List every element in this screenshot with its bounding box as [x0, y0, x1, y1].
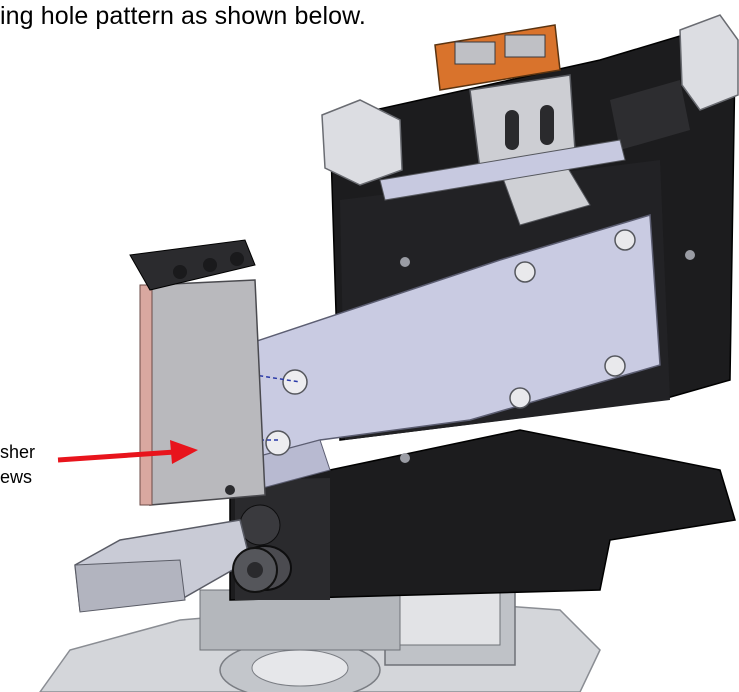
lower-tray — [74, 519, 251, 613]
top-comb-rail — [379, 139, 626, 201]
adjustment-knob — [232, 547, 278, 593]
plate-bolts — [509, 229, 636, 409]
callout-label: sher ews — [0, 440, 35, 490]
device-plate — [129, 239, 266, 506]
lower-black-bracket — [229, 429, 736, 601]
callout-arrow — [57, 440, 198, 464]
side-clips — [321, 14, 739, 186]
callout-line-2: ews — [0, 467, 33, 487]
callout-line-1: sher — [0, 442, 36, 462]
instruction-caption: ing hole pattern as shown below. — [0, 2, 366, 30]
